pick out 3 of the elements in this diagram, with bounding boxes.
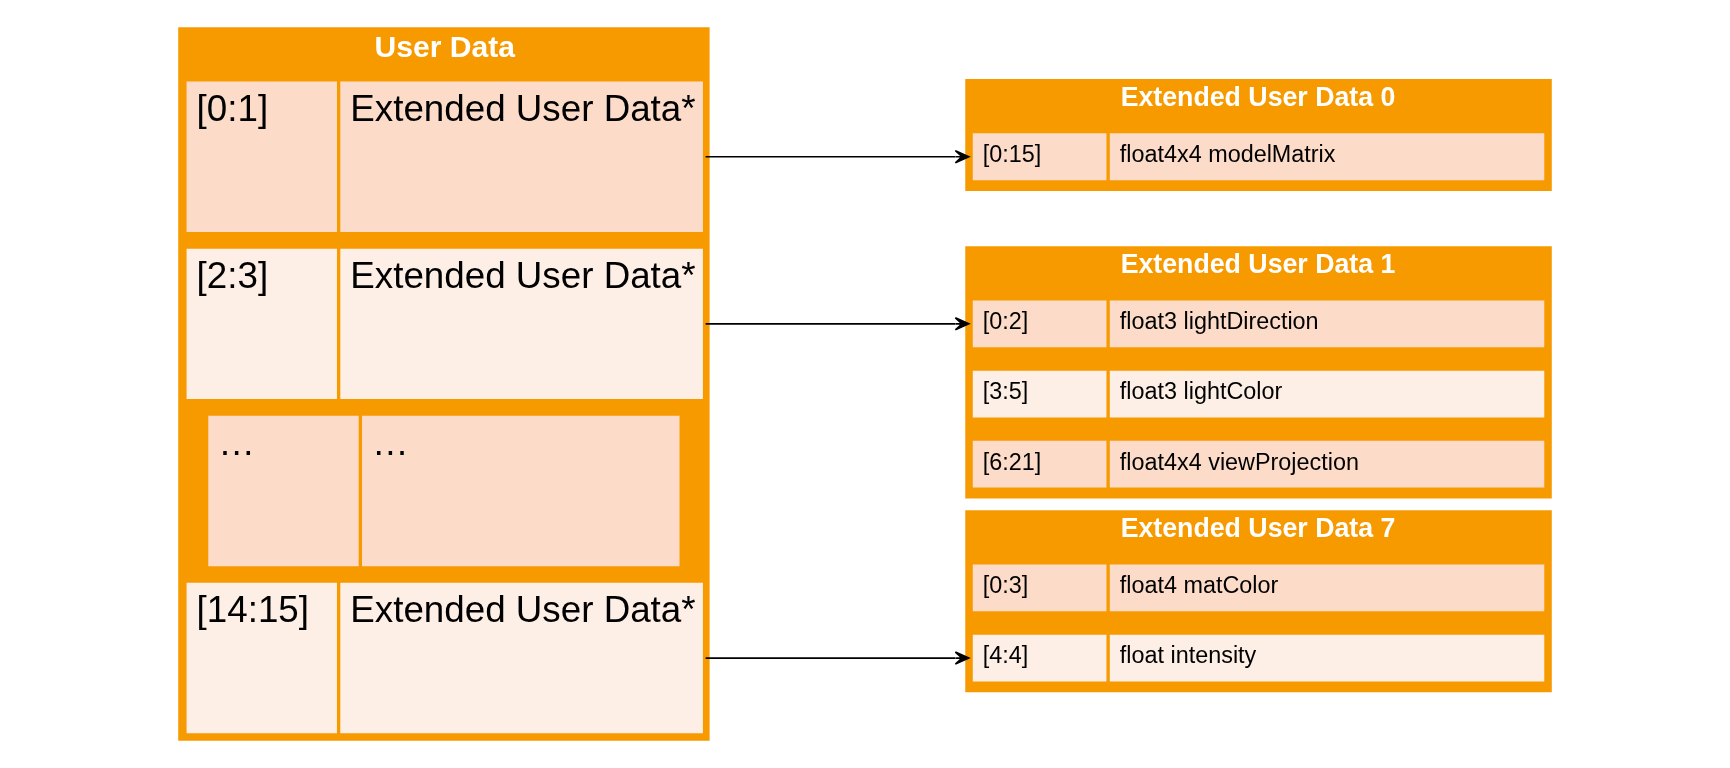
arrow [704,149,970,164]
arrow [704,651,970,665]
arrow [704,317,970,331]
